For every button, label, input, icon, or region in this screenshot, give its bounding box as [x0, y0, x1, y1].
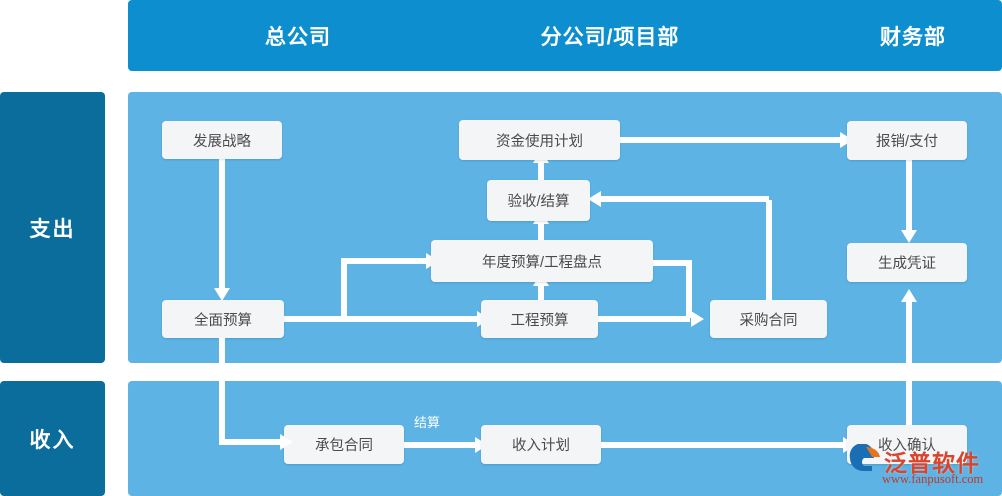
connector-acceptance-to-fundplan-line	[538, 161, 544, 180]
column-header-branch-project: 分公司/项目部	[540, 25, 680, 49]
connector-purchase-up-line	[766, 200, 772, 300]
connector-budget-to-projbudget-line	[284, 316, 480, 322]
connector-fundplan-to-payment-line	[620, 137, 844, 143]
row-label-income: 收入	[0, 381, 105, 496]
column-header-bar: 总公司 分公司/项目部 财务部	[128, 0, 1002, 71]
connector-incomeconfirm-to-voucher-line	[906, 300, 912, 425]
connector-branch-to-annualbudget-line	[341, 258, 429, 264]
node-fund-usage-plan[interactable]: 资金使用计划	[459, 120, 620, 160]
row-label-expense: 支出	[0, 92, 105, 363]
node-reimbursement-payment[interactable]: 报销/支付	[847, 121, 967, 160]
node-purchase-contract[interactable]: 采购合同	[710, 300, 827, 338]
connector-incomeconfirm-to-voucher-arrow	[901, 289, 917, 302]
connector-budget-to-contract-hline	[219, 439, 283, 445]
connector-purchase-to-acceptance-arrow	[588, 191, 601, 207]
connector-branch-up-line	[341, 258, 347, 319]
connector-projbudget-to-purchase-line	[598, 316, 690, 322]
node-generate-voucher[interactable]: 生成凭证	[847, 243, 967, 282]
connector-annualbudget-out-line	[653, 260, 692, 266]
connector-contract-to-incomeplan-line	[404, 442, 478, 448]
connector-purchase-to-acceptance-line	[601, 196, 769, 202]
node-acceptance-settlement[interactable]: 验收/结算	[487, 180, 590, 221]
node-income-plan[interactable]: 收入计划	[481, 425, 601, 464]
node-income-confirmation[interactable]: 收入确认	[847, 425, 967, 464]
connector-payment-to-voucher-line	[906, 160, 912, 230]
node-overall-budget[interactable]: 全面预算	[162, 300, 284, 338]
connector-annualbudget-to-acceptance-line	[538, 222, 544, 240]
connector-strategy-to-budget-line	[219, 158, 225, 288]
connector-strategy-to-budget-arrow	[214, 288, 230, 301]
connector-incomeplan-to-incomeconfirm-line	[600, 442, 846, 448]
node-project-budget[interactable]: 工程预算	[481, 300, 598, 338]
column-header-head-office: 总公司	[265, 25, 331, 49]
connector-annualbudget-down-line	[686, 260, 692, 318]
column-header-finance: 财务部	[880, 25, 946, 49]
connector-budget-to-contract-vline	[219, 338, 225, 442]
connector-payment-to-voucher-arrow	[901, 230, 917, 243]
edge-label-settlement: 结算	[414, 415, 441, 430]
node-contracting-contract[interactable]: 承包合同	[284, 425, 404, 464]
node-annual-budget-project-inventory[interactable]: 年度预算/工程盘点	[431, 240, 653, 282]
connector-projbudget-to-purchase-arrow	[691, 311, 704, 327]
connector-projbudget-to-annualbudget-line	[538, 284, 544, 302]
connector-budget-to-contract-arrow	[280, 434, 293, 450]
node-development-strategy[interactable]: 发展战略	[162, 121, 282, 159]
